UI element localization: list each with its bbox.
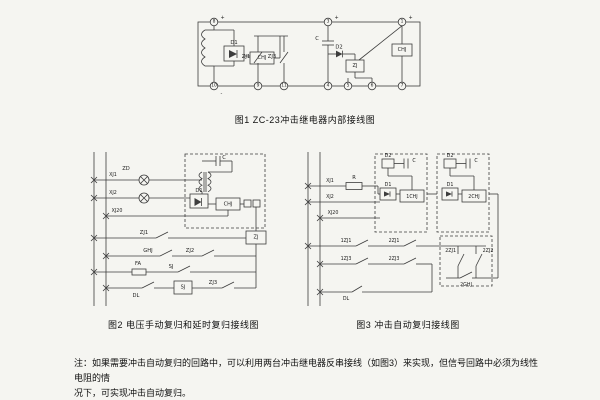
label-c-b: C	[474, 158, 478, 164]
label-d1: D1	[230, 40, 237, 46]
label-2zj2-v: 2ZJ2	[483, 248, 494, 254]
label-1chj: 1CHJ	[406, 194, 417, 200]
note-line1: 注：如果需要冲击自动复归的回路中，可以利用两台冲击继电器反串接线（如图3）来实现…	[74, 358, 539, 383]
label-zj1-2: ZJ1	[140, 230, 148, 236]
label-xj20-3: XJ20	[328, 210, 339, 216]
label-xj20: XJ20	[112, 208, 123, 214]
label-zj1: ZJ1	[242, 54, 250, 60]
label-d1-a: D1	[385, 182, 392, 188]
label-chj-left: CHJ	[258, 55, 267, 61]
fig3-relay-block-1: D2 C D1 1CHJ	[374, 153, 428, 233]
label-1zj1: 1ZJ1	[341, 238, 352, 244]
label-c-a: C	[412, 158, 416, 164]
terminal-9: 9	[257, 83, 260, 89]
label-d2: D2	[335, 45, 342, 51]
label-zj: ZJ	[353, 63, 358, 69]
label-sj: SJ	[169, 264, 174, 270]
terminal-4: 4	[327, 83, 330, 89]
label-c2: C	[222, 155, 226, 161]
label-d2-a: D2	[385, 153, 392, 159]
terminal-1: 1	[401, 19, 404, 25]
label-xj2-3: XJ2	[326, 194, 334, 200]
fig2-relay-block: C D1 CHJ	[184, 153, 266, 231]
label-2zj1: 2ZJ1	[389, 238, 400, 244]
label-xj1: XJ1	[109, 172, 117, 178]
label-xj2: XJ2	[109, 190, 117, 196]
note-text: 注：如果需要冲击自动复归的回路中，可以利用两台冲击继电器反串接线（如图3）来实现…	[74, 356, 546, 400]
fig2-lamp-rows: ZD XJ1 XJ2 XJ20	[94, 166, 229, 217]
terminal-3-sign: +	[335, 15, 339, 21]
label-zj3: ZJ3	[268, 54, 276, 60]
label-r: R	[352, 175, 356, 181]
note-line2: 况下，可实现冲击自动复归。	[74, 388, 192, 398]
label-2zj3: 2ZJ3	[389, 256, 400, 262]
figure2-caption: 图2 电压手动复归和延时复归接线图	[107, 320, 259, 330]
label-chj-2: CHJ	[224, 201, 233, 207]
label-sj-box: SJ	[181, 285, 186, 291]
terminal-8: 8	[213, 19, 216, 25]
label-1zj3: 1ZJ3	[341, 256, 352, 262]
fig2-reset-rows: ZJ1 ZJ GHJ ZJ2 FA SJ DL SJ	[94, 230, 267, 299]
label-dl-3: DL	[343, 296, 350, 302]
fig1-case	[197, 21, 421, 87]
label-2zj1-v: 2ZJ1	[445, 248, 456, 254]
terminal-7: 7	[401, 83, 404, 89]
terminal-1-sign: +	[409, 15, 413, 21]
label-chj-right: CHJ	[398, 47, 407, 53]
terminal-6: 6	[371, 83, 374, 89]
label-zj-coil: ZJ	[254, 235, 259, 241]
fig3-dl-row: DL	[320, 285, 432, 302]
label-ghj: GHJ	[143, 248, 153, 254]
label-zj2: ZJ2	[186, 248, 194, 254]
label-d1-2: D1	[195, 188, 202, 194]
figure3-caption: 图3 冲击自动复归接线图	[356, 320, 460, 330]
label-fa: FA	[135, 261, 142, 267]
label-xj1-3: XJ1	[326, 178, 334, 184]
label-2chj: 2CHJ	[468, 194, 479, 200]
fig2-bus-lines	[93, 152, 107, 306]
label-2ghj: 2GHJ	[460, 282, 472, 288]
terminal-3: 3	[327, 19, 330, 25]
fig1-terminals-top: 8 + 3 + 1 +	[209, 15, 413, 27]
fig1-terminals-bottom: 10 - 9 11 4 5 6 7	[209, 81, 407, 97]
figure1-diagram: 8 + 3 + 1 + 10 - 9 11 4 5 6 7	[197, 15, 421, 97]
figure3-diagram: R XJ1 XJ2 XJ20 D2 C D1	[304, 152, 499, 306]
label-dl: DL	[133, 293, 140, 299]
fig3-auto-reset-block: 2ZJ1 2ZJ2 2GHJ	[439, 235, 498, 288]
terminal-5: 5	[347, 83, 350, 89]
label-d2-b: D2	[447, 153, 454, 159]
terminal-10-sign: -	[221, 91, 223, 97]
fig3-relay-block-2: D2 C D1 2CHJ	[427, 153, 499, 278]
figure1-caption: 图1 ZC-23冲击继电器内部接线图	[234, 115, 376, 125]
label-zd: ZD	[122, 166, 130, 172]
label-d1-b: D1	[447, 182, 454, 188]
figure2-diagram: ZD XJ1 XJ2 XJ20 C	[90, 152, 267, 306]
fig3-contact-rows: 1ZJ1 2ZJ1 1ZJ3 2ZJ3	[308, 238, 440, 292]
terminal-10: 10	[211, 83, 217, 89]
fig1-contacts: ZJ1 ZJ3	[242, 36, 289, 83]
terminal-11: 11	[281, 83, 287, 89]
fig3-input-rows: R XJ1 XJ2 XJ20	[308, 175, 380, 219]
fig3-bus-lines	[307, 152, 321, 306]
label-zj3-2: ZJ3	[209, 280, 217, 286]
label-c: C	[315, 36, 319, 42]
terminal-8-sign: +	[221, 15, 225, 21]
fig1-right-block: C D2 ZJ CHJ	[315, 25, 413, 83]
